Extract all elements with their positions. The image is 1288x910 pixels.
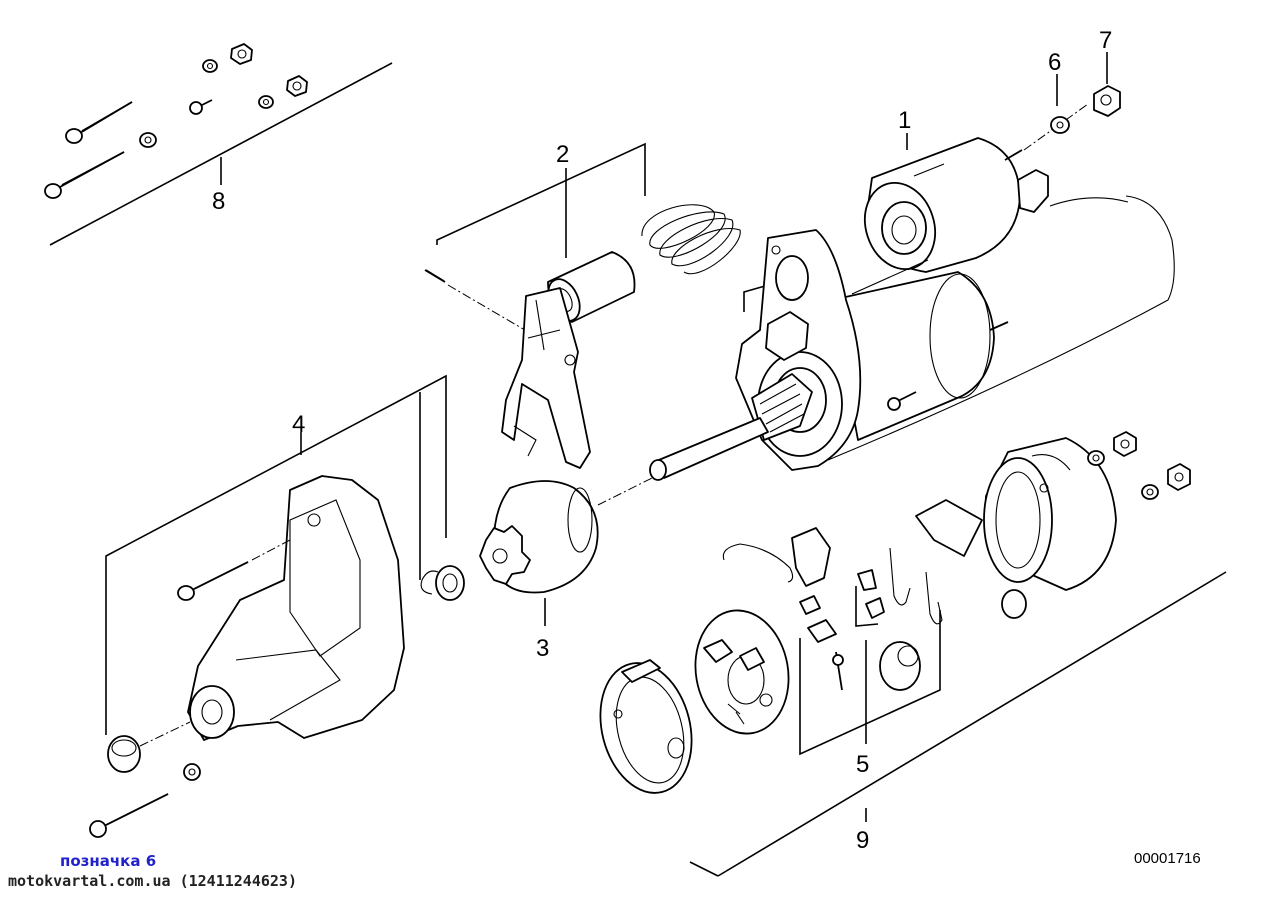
part-number-9: 9 — [856, 827, 869, 854]
part-number-5: 5 — [856, 751, 869, 778]
circlip — [420, 570, 439, 595]
brush-lead-terminal — [832, 651, 844, 691]
brush-b — [807, 619, 837, 643]
part-number-3: 3 — [536, 635, 549, 662]
motor-assembly-center — [597, 229, 1009, 506]
end-cover-ring — [599, 659, 693, 794]
part-number-2: 2 — [556, 141, 569, 168]
pivot-pin — [424, 269, 446, 283]
part-number-1: 1 — [898, 107, 911, 134]
part-group-1-solenoid: 1 6 7 — [827, 27, 1175, 461]
brush-lead-clip — [722, 543, 794, 583]
bearing-sleeve — [879, 641, 921, 691]
washer-c — [1087, 450, 1105, 466]
rubber-bush — [107, 735, 141, 773]
part-group-8-fasteners: 8 — [44, 43, 393, 246]
nut-7 — [1093, 85, 1121, 117]
part-number-7: 7 — [1099, 27, 1112, 54]
fork-lever — [501, 287, 591, 469]
housing-long-screw — [177, 561, 249, 601]
part-number-6: 6 — [1048, 49, 1061, 76]
part-group-3-pinion-drive: 3 — [479, 480, 599, 662]
bearing-bush — [435, 565, 465, 601]
nut-a — [230, 43, 253, 65]
brush-plate — [694, 609, 790, 735]
brush-spring-a — [889, 547, 911, 606]
part-group-2-engagement-lever: 2 — [424, 141, 741, 469]
washer-bottom — [183, 763, 201, 781]
housing-screw — [887, 391, 917, 411]
end-cap — [983, 437, 1117, 591]
brush-d — [865, 597, 885, 619]
brush-terminal-box — [765, 311, 809, 361]
screw-small — [189, 99, 213, 115]
part-group-9-commutator-end: 9 — [599, 431, 1227, 877]
washer-a — [202, 59, 218, 73]
armature-pinion-gear — [751, 373, 813, 441]
drive-end-housing — [187, 475, 405, 741]
brush-spring-b — [925, 571, 943, 625]
return-spring — [641, 204, 741, 275]
washer-6 — [1050, 116, 1070, 134]
bolt-long-upper — [65, 101, 133, 144]
washer-b — [258, 95, 274, 109]
armature-shaft — [653, 417, 769, 479]
brush-a — [799, 595, 821, 615]
diagram-code: 00001716 — [1134, 850, 1201, 867]
solenoid-terminal-bolt — [1004, 149, 1023, 161]
part-number-4: 4 — [292, 411, 305, 438]
nut-b — [286, 75, 308, 97]
washer-small — [139, 132, 157, 148]
part-group-4-drive-housing: 4 — [89, 374, 465, 838]
washer-d — [1141, 484, 1159, 500]
footer-site-watermark: motokvartal.com.ua (12411244623) — [8, 872, 297, 890]
part-number-8: 8 — [212, 188, 225, 215]
motor-housing — [831, 271, 995, 441]
solenoid-terminal-lug — [1017, 169, 1049, 213]
spacer-sleeve — [1001, 589, 1027, 619]
brush-c — [857, 569, 877, 591]
pinion-gear — [479, 525, 531, 585]
field-cable — [1049, 197, 1129, 207]
nut-c — [1113, 431, 1137, 457]
insulator-plate — [915, 499, 983, 557]
brush-holder — [791, 527, 831, 587]
bolt-long-lower — [44, 151, 125, 199]
footer-label: позначка 6 — [60, 852, 157, 870]
nut-d — [1167, 463, 1191, 491]
bolt-bottom — [89, 793, 169, 838]
